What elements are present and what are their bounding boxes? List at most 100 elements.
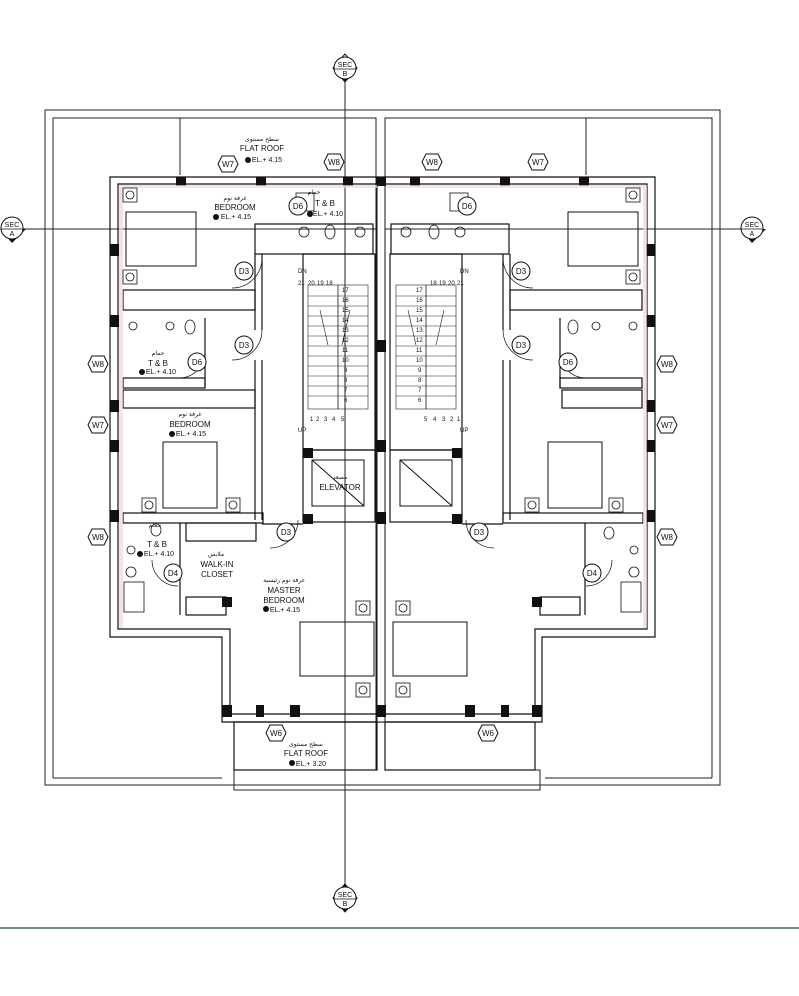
svg-text:D6: D6 (293, 202, 304, 211)
window-tag-w8: W8 (421, 153, 443, 171)
stair-num: 3 (324, 417, 328, 423)
stair-num: 5 (341, 417, 345, 423)
svg-text:T & B: T & B (148, 359, 168, 368)
room-label-walk-in-closet: ملابس WALK-IN CLOSET (200, 551, 233, 579)
level-marker-icon (289, 760, 295, 766)
svg-text:D3: D3 (474, 528, 485, 537)
svg-text:D4: D4 (168, 569, 179, 578)
room-label-flat-roof-top: سطح مستوى FLAT ROOF EL.+ 4.15 (240, 136, 284, 164)
room-label-master-bedroom: غرفة نوم رئيسية MASTER BEDROOM EL.+ 4.15 (263, 577, 305, 614)
footer-divider (0, 927, 799, 929)
elevator-cars (311, 459, 453, 507)
window-tag-w7: W7 (217, 155, 239, 173)
window-tag-w7: W7 (87, 416, 109, 434)
section-marker-letter: A (750, 231, 755, 238)
svg-text:غرفة نوم: غرفة نوم (224, 195, 247, 202)
room-label-flat-roof-bottom: سطح مستوى FLAT ROOF EL.+ 3.20 (284, 741, 328, 768)
stair-num: 9 (418, 368, 422, 374)
stair-num: 11 (342, 348, 349, 354)
room-label-bedroom-mid: غرفة نوم BEDROOM EL.+ 4.15 (169, 411, 211, 438)
window-tag-w7: W7 (527, 153, 549, 171)
section-lines (20, 70, 760, 902)
stair-num: 19 (439, 281, 446, 287)
stair-num: 15 (342, 308, 349, 314)
door-tag-d3: D3 (511, 335, 531, 355)
section-marker-letter: A (10, 231, 15, 238)
stair-num: 9 (344, 368, 348, 374)
stair-num: 12 (342, 338, 349, 344)
level-marker-icon (137, 551, 143, 557)
section-marker-label: SEC (338, 62, 352, 69)
room-label-tb-mid: حمام T & B EL.+ 4.10 (139, 350, 176, 376)
svg-text:W8: W8 (328, 158, 341, 167)
svg-text:FLAT ROOF: FLAT ROOF (240, 144, 284, 153)
window-tag-w6: W6 (477, 724, 499, 742)
section-marker-letter: B (343, 71, 348, 78)
door-tag-d6: D6 (288, 196, 308, 216)
svg-text:مصعد: مصعد (333, 474, 347, 481)
stair-num: 17 (342, 288, 349, 294)
svg-text:W7: W7 (532, 158, 545, 167)
stair-num: 2 (450, 417, 454, 423)
stair-num: 3 (442, 417, 446, 423)
stair-num: 21 (298, 281, 305, 287)
section-marker-label: SEC (745, 222, 759, 229)
room-label-tb-low: حمام T & B EL.+ 4.10 (137, 522, 174, 558)
stair-num: 18 (326, 281, 333, 287)
window-tag-w8: W8 (323, 153, 345, 171)
svg-text:D3: D3 (516, 341, 527, 350)
svg-text:FLAT ROOF: FLAT ROOF (284, 749, 328, 758)
svg-text:D6: D6 (462, 202, 473, 211)
door-tag-d3: D3 (276, 522, 296, 542)
svg-text:T & B: T & B (147, 540, 167, 549)
stair-num: 2 (316, 417, 320, 423)
stair-up-label: UP (460, 428, 468, 434)
opening-tags: W7 W8 W8 W7 W8 W7 W8 W8 (87, 153, 678, 742)
level-marker-icon (307, 211, 313, 217)
stair-up-label: UP (298, 428, 306, 434)
level-marker-icon (169, 431, 175, 437)
section-marker-b-top: SEC B (332, 53, 358, 83)
svg-text:T & B: T & B (315, 199, 335, 208)
section-marker-a-left: SEC A (0, 216, 26, 243)
svg-text:D3: D3 (239, 341, 250, 350)
svg-text:غرفة نوم رئيسية: غرفة نوم رئيسية (263, 577, 305, 584)
section-marker-label: SEC (5, 222, 19, 229)
svg-text:D3: D3 (516, 267, 527, 276)
room-label-tb-top: حمام T & B EL.+ 4.10 (307, 189, 343, 218)
stair-numbers-left: DN 21 20 19 18 17 16 15 14 13 12 11 10 9… (298, 269, 349, 434)
stair-num: 7 (344, 388, 348, 394)
svg-text:سطح مستوى: سطح مستوى (245, 136, 279, 143)
svg-text:W6: W6 (270, 729, 283, 738)
stair-num: 18 (430, 281, 437, 287)
window-tag-w6: W6 (265, 724, 287, 742)
level-marker-icon (245, 157, 251, 163)
svg-text:حمام: حمام (152, 350, 165, 357)
level-marker-icon (139, 369, 145, 375)
svg-text:حمام: حمام (149, 522, 162, 529)
svg-text:EL.+ 4.10: EL.+ 4.10 (146, 369, 176, 376)
stair-num: 6 (344, 398, 348, 404)
stair-num: 16 (416, 298, 423, 304)
stair-dn-label: DN (298, 269, 307, 275)
svg-text:EL.+ 3.20: EL.+ 3.20 (296, 761, 326, 768)
svg-text:W8: W8 (426, 158, 439, 167)
wall-columns (110, 177, 655, 717)
stair-num: 12 (416, 338, 423, 344)
door-tag-d4: D4 (163, 563, 183, 583)
svg-text:حمام: حمام (308, 189, 321, 196)
window-tag-w8: W8 (656, 528, 678, 546)
hatched-walls (119, 185, 647, 628)
beds (125, 211, 639, 677)
stair-num: 8 (418, 378, 422, 384)
door-tag-d6: D6 (457, 196, 477, 216)
svg-text:BEDROOM: BEDROOM (263, 596, 305, 605)
svg-text:W7: W7 (661, 421, 674, 430)
stair-num: 21 (457, 281, 464, 287)
stair-num: 4 (433, 417, 437, 423)
svg-text:سطح مستوى: سطح مستوى (289, 741, 323, 748)
door-tag-d3: D3 (469, 522, 489, 542)
stair-numbers-right: DN 18 19 20 21 17 16 15 14 13 12 11 10 9… (416, 269, 469, 434)
stair-num: 5 (424, 417, 428, 423)
stair-num: 1 (457, 417, 461, 423)
